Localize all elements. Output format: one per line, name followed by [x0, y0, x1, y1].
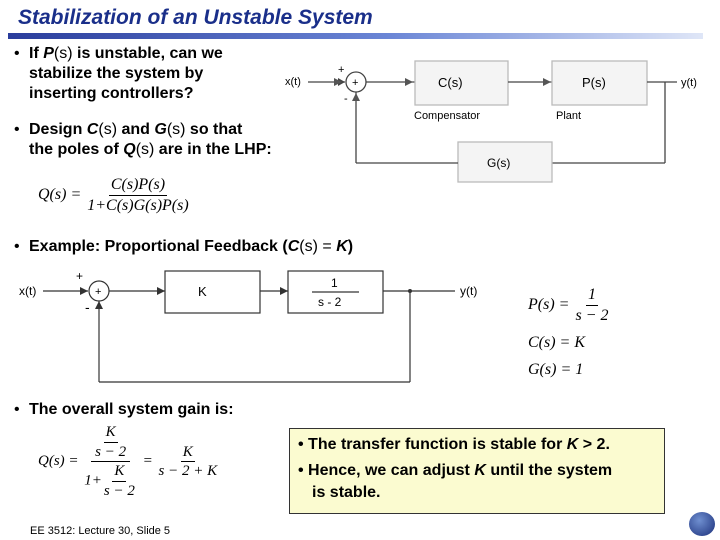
d1-block-p: P(s)	[582, 75, 606, 90]
d2-input-label: x(t)	[19, 284, 36, 298]
d1-output-label: y(t)	[681, 77, 697, 89]
d1-plus-sign: +	[338, 64, 344, 76]
d2-plus-sign: +	[76, 269, 83, 283]
d2-block-k: K	[198, 284, 207, 299]
bullet-overall-gain: • The overall system gain is:	[14, 401, 234, 418]
equation-g: G(s) = 1	[528, 361, 584, 378]
d1-block-g: G(s)	[487, 156, 510, 170]
d1-minus-sign: -	[344, 93, 348, 105]
university-logo-icon	[689, 512, 715, 536]
d2-block-p-numerator: 1	[331, 276, 338, 290]
title-underline	[8, 33, 703, 39]
feedback-diagram-proportional: x(t) + - + K 1 s - 2 y(t)	[19, 269, 477, 383]
page-title: Stabilization of an Unstable System	[18, 6, 373, 29]
d2-block-p-denominator: s - 2	[318, 295, 342, 309]
d1-compensator-label: Compensator	[414, 110, 480, 122]
d2-output-label: y(t)	[460, 284, 477, 298]
d1-block-c: C(s)	[438, 75, 463, 90]
bullet-unstable-question: • If P(s) is unstable, can we stabilize …	[14, 45, 223, 102]
equation-q-general: Q(s) = C(s)P(s)1+C(s)G(s)P(s)	[38, 176, 189, 214]
d2-minus-sign: -	[85, 299, 90, 315]
slide-footer: EE 3512: Lecture 30, Slide 5	[30, 525, 171, 537]
d2-summing-junction: +	[95, 286, 101, 298]
d1-plant-label: Plant	[556, 110, 581, 122]
bullet-design-controllers: • Design C(s) and G(s) so that the poles…	[14, 121, 272, 158]
d1-summing-junction: +	[352, 77, 358, 89]
stability-note-box: • The transfer function is stable for K …	[289, 428, 665, 514]
equation-c: C(s) = K	[528, 334, 586, 351]
bullet-example: • Example: Proportional Feedback (C(s) =…	[14, 238, 354, 255]
feedback-diagram-general: x(t) + - + C(s) P(s) G(s) y(t) Compensat…	[285, 60, 697, 183]
d1-input-label: x(t)	[285, 76, 301, 88]
